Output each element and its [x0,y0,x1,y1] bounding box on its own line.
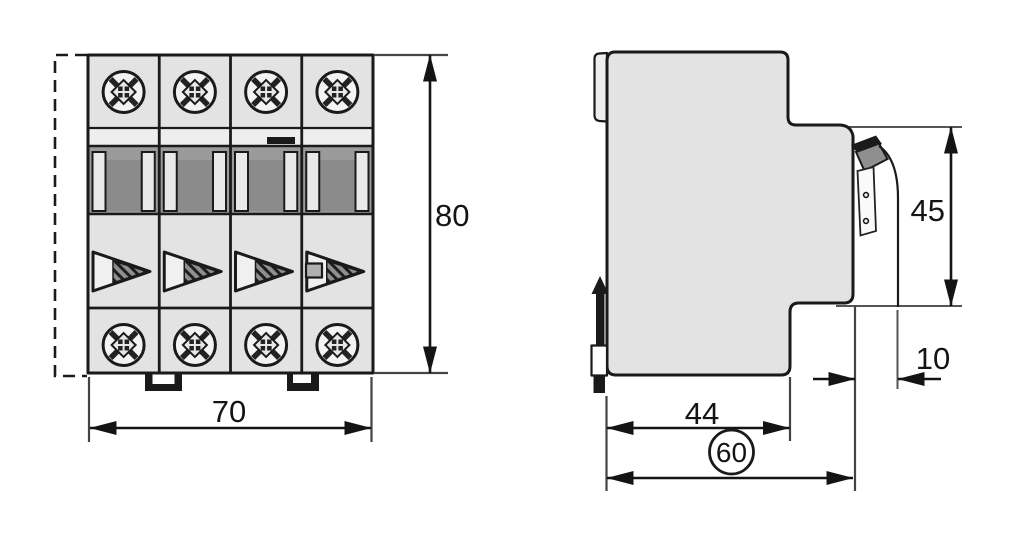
front-height-dimension: 80 [374,53,469,375]
screw-icon [103,325,144,366]
din-rail-clip-side [590,276,609,393]
front-height-label: 80 [435,198,469,233]
screw-icon [174,325,215,366]
screw-icon [174,72,215,113]
din-clip-icon [591,276,609,294]
front-body-outline [86,53,375,375]
pole-dividers [157,55,304,373]
mounting-tab [593,51,609,123]
toggle-lever-icon [851,135,882,154]
mechanism-bars [91,151,370,212]
front-view: 80 70 [53,53,469,442]
screw-icon [317,325,358,366]
side-front-height-label: 45 [911,193,945,228]
pole4-test-window [304,262,324,279]
front-width-dimension: 70 [87,377,373,442]
front-width-label: 70 [212,394,246,429]
side-front-offset-label: 10 [916,341,950,376]
side-body-depth-dimension: 44 [606,396,790,435]
mechanism-band-inner [105,160,356,211]
screw-icon [317,72,358,113]
pole3-marking [267,137,295,144]
toggle-recess [856,165,877,237]
circled-dimension-frame [708,428,755,476]
side-view: 45 10 44 60 [590,50,962,491]
toggle-levers [91,250,366,293]
side-front-offset-dimension: 10 [813,341,950,386]
screw-icon [246,72,287,113]
side-front-height-dimension: 45 [911,126,958,307]
screw-icon [246,325,287,366]
construction-line [53,53,87,378]
front-face-profile [878,145,900,307]
side-total-depth-label: 60 [716,437,747,468]
din-rail-clips-front [145,372,319,391]
side-body-depth-label: 44 [685,396,719,431]
breaker-side-body [605,50,855,377]
screw-icon [103,72,144,113]
side-toggle-lever [851,135,900,307]
side-total-depth-dimension: 60 [606,428,854,485]
